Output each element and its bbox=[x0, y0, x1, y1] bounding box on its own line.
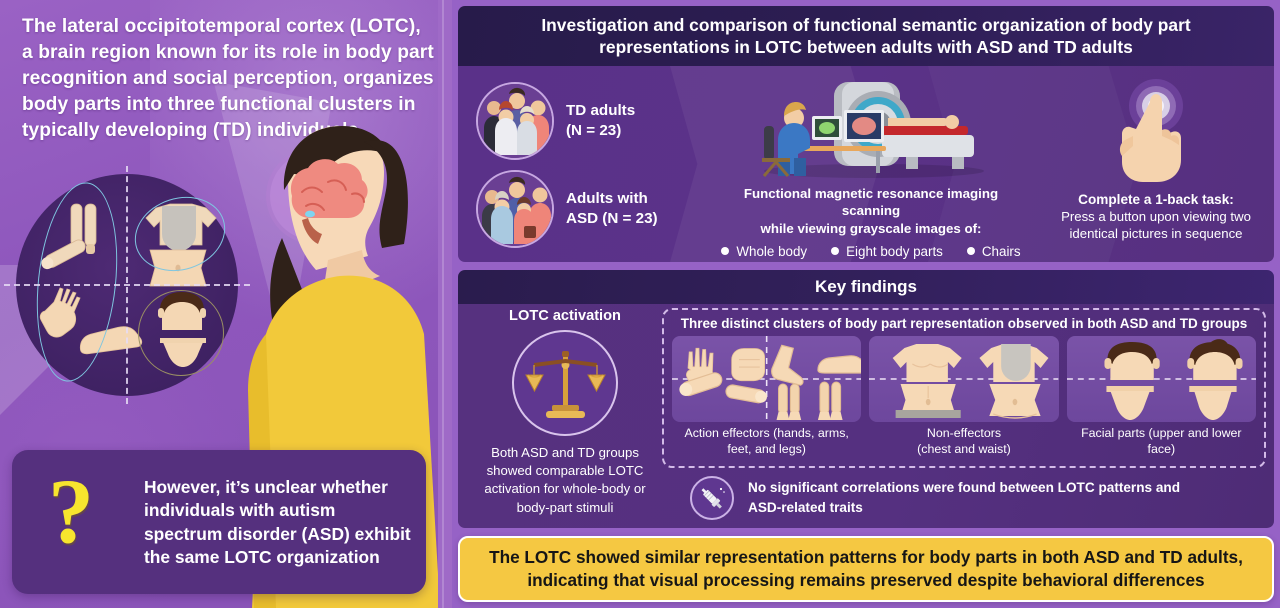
question-mark-icon: ? bbox=[48, 460, 94, 562]
cluster-caption-line1: Action effectors (hands, arms, bbox=[684, 426, 849, 440]
conclusion-text: The LOTC showed similar representation p… bbox=[489, 547, 1243, 590]
open-question-text: However, it’s unclear whether individual… bbox=[144, 477, 411, 568]
study-title: Investigation and comparison of function… bbox=[541, 14, 1191, 57]
study-header-band: Investigation and comparison of function… bbox=[458, 6, 1274, 66]
stimulus-label: Chairs bbox=[981, 243, 1021, 259]
cluster-caption: Facial parts (upper and lower face) bbox=[1067, 426, 1256, 458]
cluster-caption-line1: Non-effectors bbox=[926, 426, 1002, 440]
stimuli-list: Whole body Eight body parts Chairs bbox=[716, 244, 1026, 259]
task-sub-line1: Press a button upon viewing two bbox=[1061, 209, 1251, 224]
panel-divider bbox=[438, 0, 452, 608]
fmri-caption-line2: while viewing grayscale images of: bbox=[760, 220, 982, 236]
stimulus-item: Eight body parts bbox=[831, 244, 943, 259]
body-part-cluster-diagram-icon bbox=[4, 166, 250, 404]
cluster-caption: Action effectors (hands, arms, feet, and… bbox=[672, 426, 861, 458]
clusters-title: Three distinct clusters of body part rep… bbox=[680, 316, 1248, 331]
clusters-box: Three distinct clusters of body part rep… bbox=[662, 308, 1266, 468]
lotc-activation-caption: Both ASD and TD groups showed comparable… bbox=[484, 445, 646, 515]
group-label-td: TD adults (N = 23) bbox=[566, 101, 635, 141]
hand-pressing-button-icon bbox=[1119, 79, 1183, 182]
correlation-finding-text: No significant correlations were found b… bbox=[748, 478, 1180, 517]
fmri-caption-line1: Functional magnetic resonance imaging sc… bbox=[743, 186, 999, 219]
group-label-line2: (N = 23) bbox=[566, 122, 622, 139]
cluster-facial-parts: Facial parts (upper and lower face) bbox=[1066, 336, 1256, 458]
cluster-caption-line2: face) bbox=[1147, 441, 1176, 456]
chest-waist-icon bbox=[869, 336, 1059, 422]
cluster-caption: Non-effectors (chest and waist) bbox=[869, 426, 1058, 458]
stimulus-item: Whole body bbox=[721, 244, 807, 259]
key-findings-body: LOTC activation bbox=[458, 304, 1274, 528]
open-question-box: ? However, it’s unclear whether individu… bbox=[12, 450, 426, 594]
intro-paragraph: The lateral occipitotemporal cortex (LOT… bbox=[22, 16, 434, 142]
balance-scale-icon bbox=[512, 330, 618, 436]
mri-scanner-icon bbox=[762, 82, 984, 178]
correlation-line2: ASD-related traits bbox=[748, 500, 863, 515]
participant-group-asd: Adults with ASD (N = 23) bbox=[476, 170, 658, 248]
task-block: Complete a 1-back task: Press a button u… bbox=[1036, 78, 1274, 242]
key-findings-band: Key findings bbox=[458, 270, 1274, 304]
task-subtitle: Press a button upon viewing two identica… bbox=[1036, 208, 1274, 242]
lotc-activation-title: LOTC activation bbox=[509, 308, 621, 324]
cluster-non-effectors: Non-effectors (chest and waist) bbox=[869, 336, 1059, 458]
bullet-dot-icon bbox=[966, 247, 975, 256]
stimulus-label: Whole body bbox=[736, 243, 808, 259]
participant-group-td: TD adults (N = 23) bbox=[476, 82, 635, 160]
correlation-line1: No significant correlations were found b… bbox=[748, 480, 1181, 496]
fmri-caption: Functional magnetic resonance imaging sc… bbox=[716, 185, 1026, 237]
bullet-dot-icon bbox=[831, 247, 840, 256]
bullet-dot-icon bbox=[721, 247, 730, 256]
upper-lower-face-icon bbox=[1066, 336, 1256, 422]
lotc-activation-block: LOTC activation bbox=[472, 308, 658, 517]
conclusion-banner: The LOTC showed similar representation p… bbox=[458, 536, 1274, 602]
key-findings-title: Key findings bbox=[814, 277, 917, 296]
cluster-outline-facial-parts bbox=[138, 290, 224, 376]
diagram-horizontal-divider bbox=[4, 284, 250, 286]
group-label-line2: ASD (N = 23) bbox=[566, 210, 658, 227]
correlation-finding-row: No significant correlations were found b… bbox=[690, 476, 1266, 520]
group-of-people-icon bbox=[476, 82, 554, 160]
syringe-icon bbox=[690, 476, 734, 520]
cluster-caption-line1: Facial parts (upper and lower bbox=[1081, 426, 1242, 440]
task-title: Complete a 1-back task: bbox=[1078, 192, 1234, 207]
task-sub-line2: identical pictures in sequence bbox=[1069, 226, 1243, 242]
hands-arms-feet-legs-icon bbox=[672, 336, 862, 422]
group-label-line1: Adults with bbox=[566, 189, 648, 207]
methods-section: TD adults (N = 23) bbox=[458, 66, 1274, 262]
cluster-action-effectors: Action effectors (hands, arms, feet, and… bbox=[672, 336, 862, 458]
fmri-procedure-block: Functional magnetic resonance imaging sc… bbox=[716, 76, 1026, 259]
group-label-asd: Adults with ASD (N = 23) bbox=[566, 189, 658, 229]
group-label-line1: TD adults bbox=[566, 101, 636, 119]
cluster-caption-line2: (chest and waist) bbox=[917, 441, 1011, 456]
stimulus-label: Eight body parts bbox=[846, 243, 943, 259]
stimulus-item: Chairs bbox=[966, 243, 1021, 259]
right-panel: Investigation and comparison of function… bbox=[452, 0, 1280, 608]
clusters-row: Action effectors (hands, arms, feet, and… bbox=[672, 336, 1256, 458]
left-panel: The lateral occipitotemporal cortex (LOT… bbox=[0, 0, 438, 608]
cluster-caption-line2: feet, and legs) bbox=[727, 441, 806, 456]
group-of-people-icon bbox=[476, 170, 554, 248]
